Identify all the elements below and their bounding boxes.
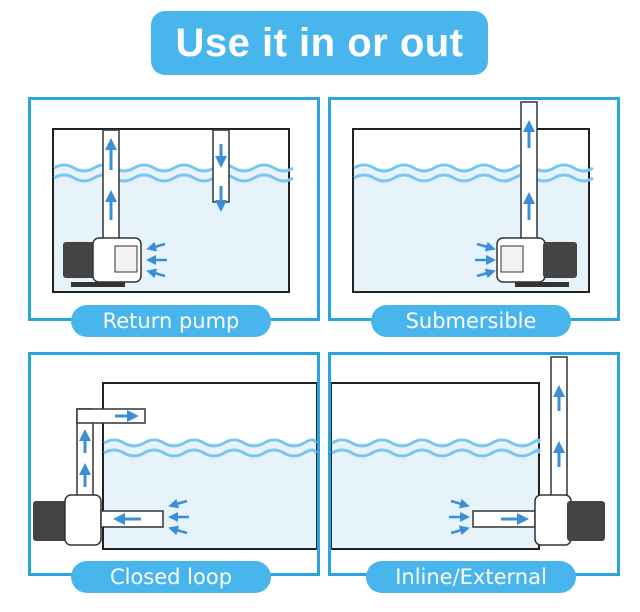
submersible-illustration (352, 101, 594, 293)
inline-external-label: Inline/External (366, 561, 576, 593)
return-pump-label-text: Return pump (102, 309, 240, 333)
submersible-panel (328, 97, 620, 321)
return-pump-panel (28, 97, 320, 321)
submersible-label-text: Submersible (405, 309, 537, 333)
closed-loop-illustration (33, 382, 317, 550)
closed-loop-label-text: Closed loop (109, 565, 233, 589)
closed-loop-panel (28, 352, 320, 576)
submersible-label: Submersible (371, 305, 571, 337)
inline-external-label-text: Inline/External (395, 565, 547, 589)
return-pump-label: Return pump (71, 305, 271, 337)
inline-external-illustration (331, 356, 605, 550)
return-pump-illustration (52, 128, 294, 293)
title-banner: Use it in or out (151, 11, 488, 75)
closed-loop-label: Closed loop (71, 561, 271, 593)
inline-external-panel (328, 352, 620, 576)
page-title: Use it in or out (175, 20, 464, 65)
